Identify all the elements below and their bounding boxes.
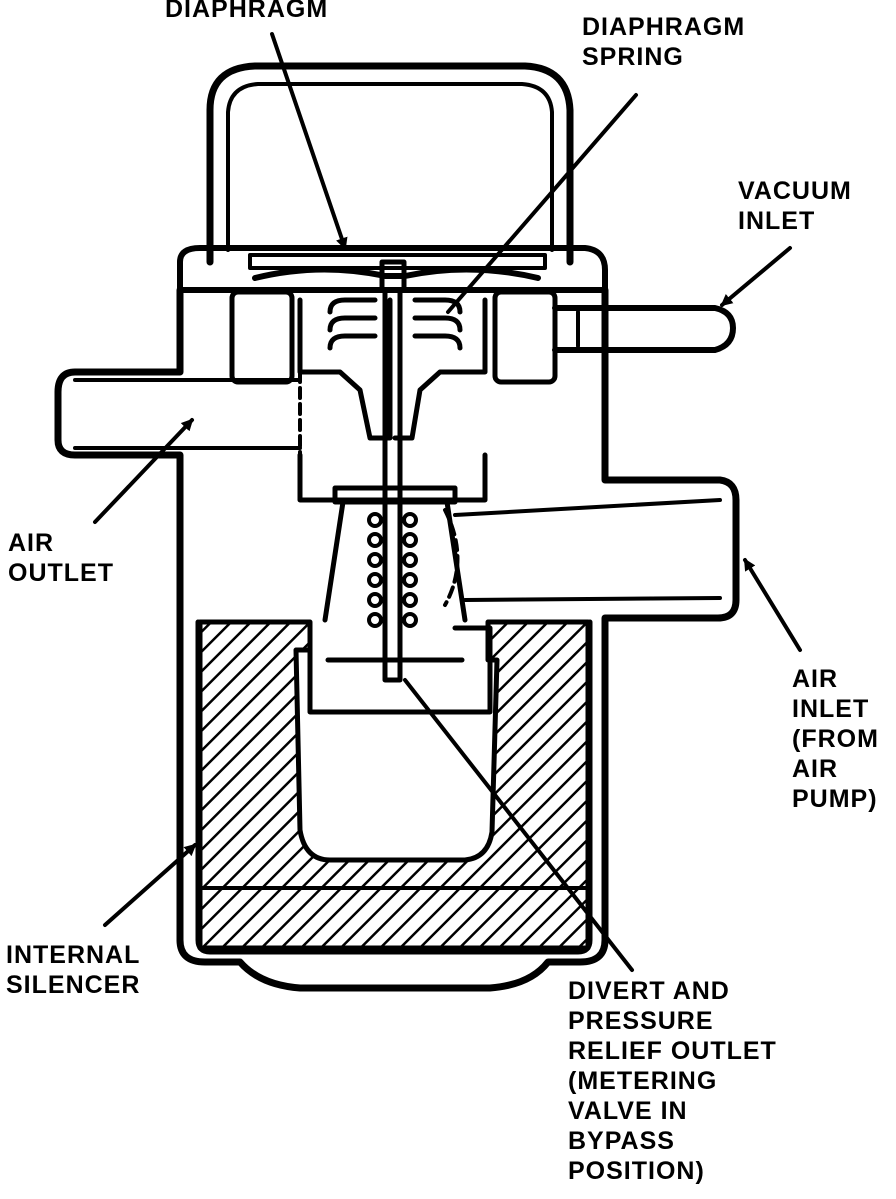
label-line: DIVERT AND — [568, 977, 730, 1005]
label-vacuum-inlet: VACUUM INLET — [738, 176, 852, 236]
label-line: AIR — [792, 755, 839, 783]
label-line: INTERNAL — [6, 941, 141, 969]
label-line: AIR — [8, 529, 55, 557]
top-cap — [206, 62, 574, 266]
label-line: DIAPHRAGM — [165, 0, 329, 23]
valve-stem — [382, 287, 403, 683]
label-air-outlet: AIR OUTLET — [8, 528, 114, 588]
label-line: VACUUM — [738, 177, 852, 205]
metering-valve — [307, 625, 493, 715]
label-line: DIAPHRAGM — [582, 13, 746, 41]
label-diaphragm: DIAPHRAGM — [165, 0, 328, 24]
label-line: VALVE IN — [568, 1097, 688, 1125]
air-inlet-nozzle — [453, 498, 722, 602]
diaphragm-flange — [177, 245, 608, 293]
label-line: INLET — [792, 695, 870, 723]
label-line: (FROM — [792, 725, 879, 753]
diaphragm-spring — [327, 297, 463, 351]
diaphragm — [252, 266, 541, 281]
label-line: AIR — [792, 665, 839, 693]
label-line: POSITION) — [568, 1157, 705, 1185]
middle-chamber — [297, 452, 488, 623]
label-line: OUTLET — [8, 559, 114, 587]
label-line: BYPASS — [568, 1127, 675, 1155]
spring-housing — [297, 297, 488, 441]
label-line: PUMP) — [792, 785, 878, 813]
label-internal-silencer: INTERNAL SILENCER — [6, 940, 140, 1000]
label-diaphragm-spring: DIAPHRAGM SPRING — [582, 12, 745, 72]
internal-silencer — [197, 619, 591, 951]
label-line: SILENCER — [6, 971, 141, 999]
label-line: RELIEF OUTLET — [568, 1037, 777, 1065]
label-line: INLET — [738, 207, 816, 235]
label-line: (METERING — [568, 1067, 718, 1095]
label-line: PRESSURE — [568, 1007, 714, 1035]
upper-body — [54, 286, 740, 944]
label-air-inlet: AIR INLET (FROM AIR PUMP) — [792, 664, 879, 814]
leader-lines — [93, 32, 802, 972]
metering-spring — [367, 512, 418, 628]
label-line: SPRING — [582, 43, 684, 71]
diaphragm-stem-head — [379, 259, 407, 293]
label-divert-outlet: DIVERT AND PRESSURE RELIEF OUTLET (METER… — [568, 976, 777, 1186]
air-outlet-nozzle — [73, 370, 302, 457]
vacuum-inlet-nozzle — [552, 305, 736, 353]
